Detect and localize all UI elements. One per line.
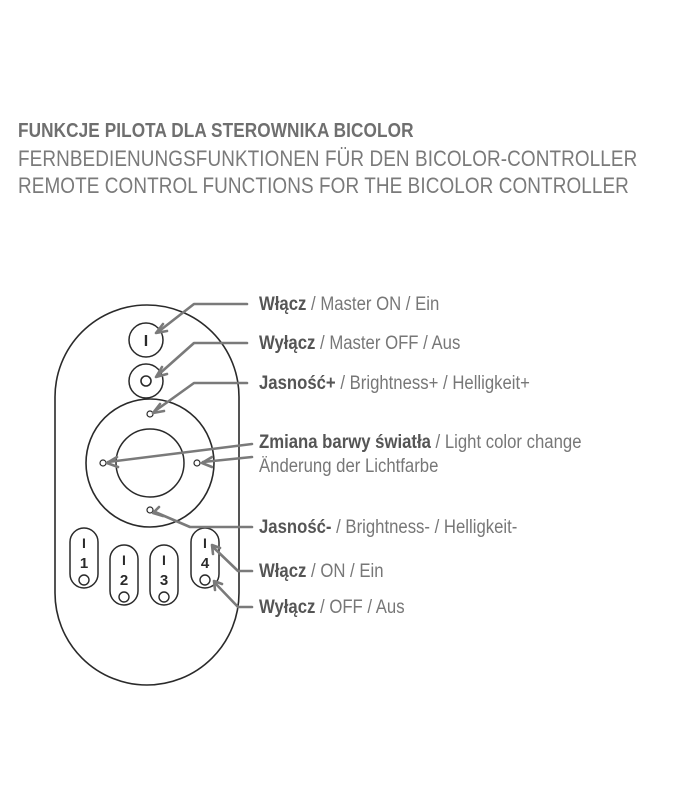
zone-button-4[interactable]: I 4 (190, 527, 220, 589)
zone-1-number: 1 (80, 555, 88, 572)
label-color-change: Zmiana barwy światła / Light color chang… (259, 432, 582, 453)
color-right-dot[interactable] (193, 459, 201, 467)
zone-2-number: 2 (120, 572, 128, 589)
heading: FUNKCJE PILOTA DLA STEROWNIKA BICOLOR FE… (18, 118, 698, 199)
brightness-down-dot[interactable] (146, 506, 154, 514)
arrow-master-off (154, 365, 169, 379)
label-color-change-german: Änderung der Lichtfarbe (259, 456, 439, 477)
arrow-brightness-up (151, 402, 166, 415)
zone-1-on-symbol: I (82, 535, 86, 551)
arrow-brightness-down (151, 505, 165, 518)
leader-brightness-up (153, 381, 249, 413)
leader-zone-on (211, 545, 254, 573)
label-brightness-up: Jasność+ / Brightness+ / Helligkeit+ (259, 373, 530, 394)
title-english: REMOTE CONTROL FUNCTIONS FOR THE BICOLOR… (18, 173, 629, 198)
control-ring[interactable] (85, 398, 215, 528)
leader-zone-off (213, 581, 254, 609)
master-on-symbol: I (144, 333, 148, 350)
leader-master-on (156, 302, 249, 334)
label-zone-on: Włącz / ON / Ein (259, 561, 384, 582)
brightness-up-dot[interactable] (146, 410, 154, 418)
label-master-off: Wyłącz / Master OFF / Aus (259, 333, 461, 354)
color-left-dot[interactable] (99, 459, 107, 467)
zone-3-off-icon (158, 591, 170, 603)
zone-button-2[interactable]: I 2 (109, 544, 139, 606)
leader-master-off (156, 341, 249, 377)
zone-2-off-icon (118, 591, 130, 603)
title-german: FERNBEDIENUNGSFUNKTIONEN FÜR DEN BICOLOR… (18, 146, 638, 171)
zone-1-off-icon (78, 574, 90, 586)
control-ring-center[interactable] (115, 428, 185, 498)
zone-3-number: 3 (160, 572, 168, 589)
zone-button-3[interactable]: I 3 (149, 544, 179, 606)
arrow-zone-off (212, 579, 224, 592)
master-on-button[interactable]: I (128, 322, 164, 358)
label-zone-off: Wyłącz / OFF / Aus (259, 597, 405, 618)
zone-4-off-icon (199, 574, 211, 586)
zone-2-on-symbol: I (122, 552, 126, 568)
zone-3-on-symbol: I (162, 552, 166, 568)
label-master-on: Włącz / Master ON / Ein (259, 294, 440, 315)
zone-4-on-symbol: I (203, 535, 207, 551)
label-brightness-down: Jasność- / Brightness- / Helligkeit- (259, 517, 518, 538)
power-off-icon (140, 375, 152, 387)
arrow-zone-on (210, 543, 222, 556)
arrow-color-right (200, 455, 214, 469)
zone-4-number: 4 (201, 555, 210, 572)
arrow-color-left (105, 455, 120, 469)
leader-brightness-down (153, 510, 254, 529)
leader-color-left (106, 442, 254, 464)
zone-button-1[interactable]: I 1 (69, 527, 99, 589)
title-polish: FUNKCJE PILOTA DLA STEROWNIKA BICOLOR (18, 120, 414, 142)
leader-color-right (201, 455, 254, 464)
master-off-button[interactable] (128, 363, 164, 399)
arrow-master-on (154, 322, 169, 335)
